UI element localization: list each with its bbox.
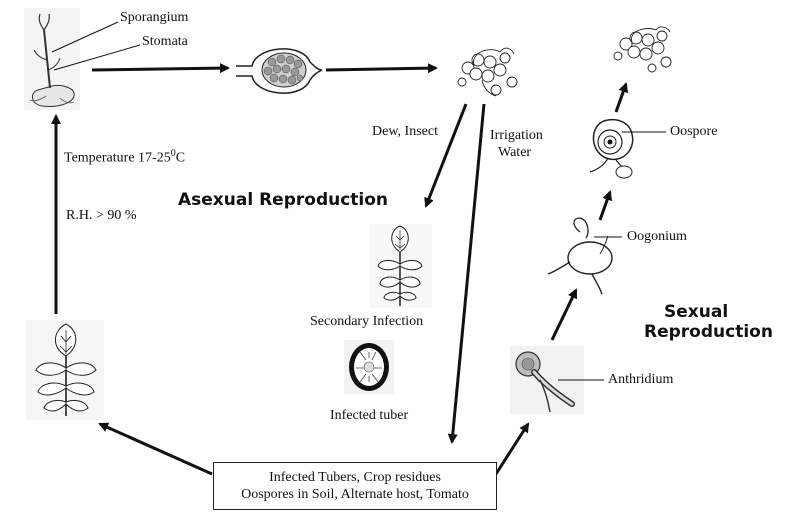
temperature-label: Temperature 17-250C: [64, 148, 185, 167]
arrow-to-germination: [614, 82, 629, 113]
oogonium-image: [547, 217, 613, 295]
zoospores-image: [457, 47, 518, 97]
anthridium-label: Anthridium: [608, 372, 674, 387]
sporangium-pointer: [51, 21, 119, 53]
source-box-line2: Oospores in Soil, Alternate host, Tomato: [241, 487, 469, 502]
secondary-infection-leaf-image: [370, 224, 432, 308]
arrow-to-anthridium: [494, 422, 530, 475]
rh-label: R.H. > 90 %: [66, 208, 137, 223]
arrow-to-oogonium: [550, 288, 578, 341]
water-label: Water: [498, 145, 532, 160]
arrows: [51, 63, 629, 476]
source-box-line1: Infected Tubers, Crop residues: [269, 470, 441, 485]
infected-plant-image: [26, 320, 104, 420]
infected-tuber-label: Infected tuber: [330, 408, 409, 423]
secondary-infection-label: Secondary Infection: [310, 314, 424, 329]
temperature-value: Temperature 17-25: [64, 150, 171, 166]
temperature-degree: 0: [170, 148, 176, 159]
arrow-to-oospore: [598, 190, 613, 221]
temperature-unit: C: [175, 150, 186, 166]
stomata-label: Stomata: [142, 34, 188, 49]
arrow-to-zoospores: [325, 63, 438, 74]
oospore-germination-image: [613, 26, 672, 73]
sexual-reproduction-title-line1: Sexual: [664, 302, 729, 322]
oogonium-label: Oogonium: [627, 229, 687, 244]
arrow-to-infected-plant: [98, 422, 213, 476]
arrow-to-sporangium: [91, 63, 230, 74]
infected-tuber-image: [344, 340, 394, 394]
arrow-dew-insect: [424, 103, 468, 208]
oospore-label: Oospore: [670, 124, 718, 139]
dew-insect-label: Dew, Insect: [372, 124, 438, 139]
inoculum-source-box: Infected Tubers, Crop residues Oospores …: [213, 462, 497, 510]
stomata-pointer: [53, 44, 141, 71]
arrow-irrigation-water: [447, 103, 486, 444]
sporangium-image: [236, 48, 323, 94]
sprouted-tuber-image: [24, 8, 80, 110]
asexual-reproduction-title: Asexual Reproduction: [178, 190, 389, 210]
sporangium-label: Sporangium: [120, 10, 189, 25]
sexual-reproduction-title-line2: Reproduction: [644, 322, 773, 342]
irrigation-label: Irrigation: [490, 128, 543, 143]
oospore-image: [589, 118, 634, 179]
